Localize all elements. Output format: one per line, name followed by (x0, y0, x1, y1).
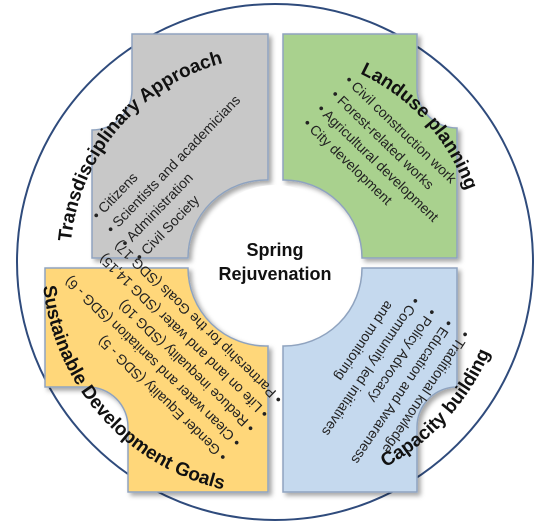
quadrant-shapes (44, 33, 458, 493)
quadrant-sdg (44, 267, 269, 493)
center-circle (197, 185, 353, 341)
quadrant-transdisciplinary (91, 33, 269, 259)
quadrant-landuse (282, 33, 458, 259)
center-title-line1: Spring (247, 240, 304, 260)
quadrant-capacity (282, 267, 458, 493)
center-title-line2: Rejuvenation (218, 264, 331, 284)
